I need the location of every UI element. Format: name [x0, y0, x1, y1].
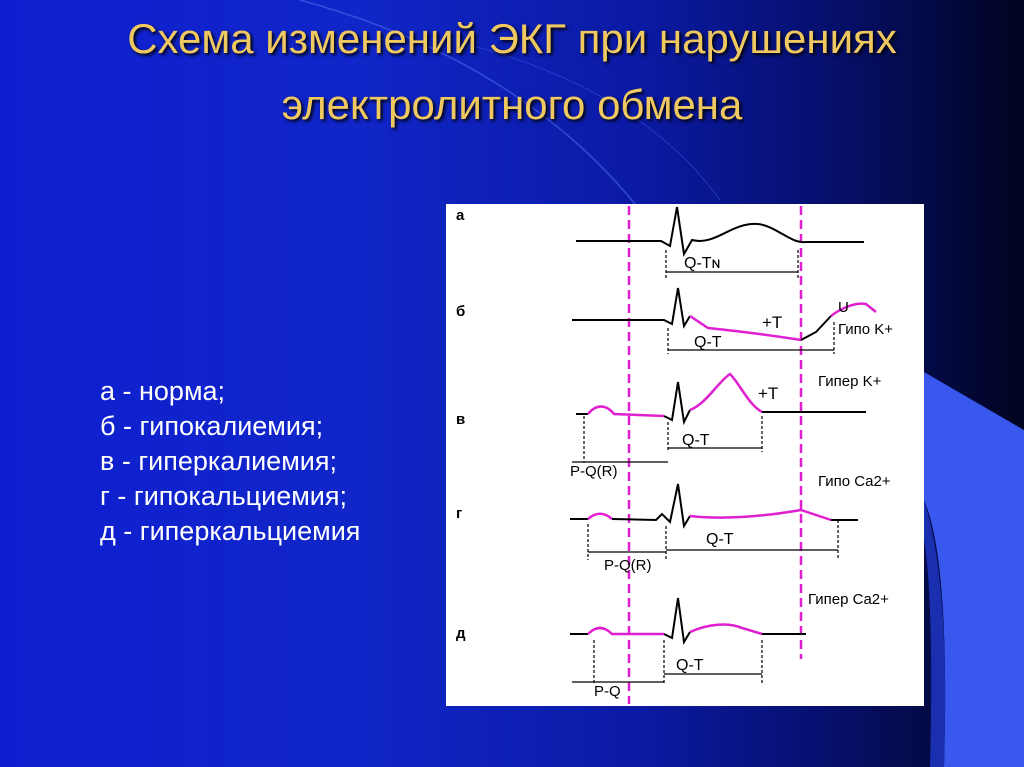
row-letter-b: б [456, 303, 465, 320]
annot-u-b: U [838, 299, 849, 316]
title-line-2: электролитного обмена [281, 81, 743, 128]
slide-title: Схема изменений ЭКГ при нарушениях элект… [0, 6, 1024, 138]
row-letter-d: д [456, 625, 466, 642]
legend-item-b: б - гипокалиемия; [100, 411, 324, 441]
legend-item-v: в - гиперкалиемия; [100, 446, 337, 476]
ecg-row-b: б Q-T +T U Гипо K+ [456, 287, 893, 354]
pq-label-v: P-Q(R) [570, 463, 618, 480]
condition-label-v: Гипер K+ [818, 373, 882, 390]
pq-label-g: P-Q(R) [604, 557, 652, 574]
ecg-diagram: а Q-Tɴ б Q-T +T U Гипо K+ [446, 204, 924, 706]
ecg-diagram-svg: а Q-Tɴ б Q-T +T U Гипо K+ [456, 206, 893, 704]
ecg-trace-a [576, 206, 864, 258]
row-letter-a: а [456, 207, 465, 224]
condition-label-g: Гипо Ca2+ [818, 473, 891, 490]
ecg-row-g: г Q-T P-Q(R) Гипо Ca2+ [456, 473, 891, 574]
ecg-trace-b-pink [689, 314, 802, 342]
row-letter-v: в [456, 411, 465, 428]
interval-label-b: Q-T [694, 334, 722, 351]
ecg-row-d: д Q-T P-Q Гипер Ca2+ [456, 591, 889, 700]
condition-label-b: Гипо K+ [838, 321, 893, 338]
interval-label-a: Q-Tɴ [684, 255, 720, 272]
ecg-trace-g-pink [689, 508, 832, 522]
row-letter-g: г [456, 505, 462, 522]
ecg-row-v: в Q-T P-Q(R) +T Гипер K+ [456, 372, 882, 480]
interval-label-g: Q-T [706, 531, 734, 548]
interval-label-d: Q-T [676, 657, 704, 674]
pq-label-d: P-Q [594, 683, 621, 700]
legend-item-a: а - норма; [100, 376, 226, 406]
legend-list: а - норма; б - гипокалиемия; в - гиперка… [100, 374, 360, 549]
legend-item-d: д - гиперкальциемия [100, 516, 361, 546]
annot-t-v: +T [758, 384, 778, 403]
ecg-trace-d-pink [689, 623, 763, 636]
interval-label-v: Q-T [682, 432, 710, 449]
annot-t-b: +T [762, 313, 782, 332]
ecg-trace-v-pink [587, 405, 665, 418]
condition-label-d: Гипер Ca2+ [808, 591, 889, 608]
legend-item-g: г - гипокальциемия; [100, 481, 347, 511]
title-line-1: Схема изменений ЭКГ при нарушениях [127, 15, 897, 62]
ecg-row-a: а Q-Tɴ [456, 206, 864, 278]
